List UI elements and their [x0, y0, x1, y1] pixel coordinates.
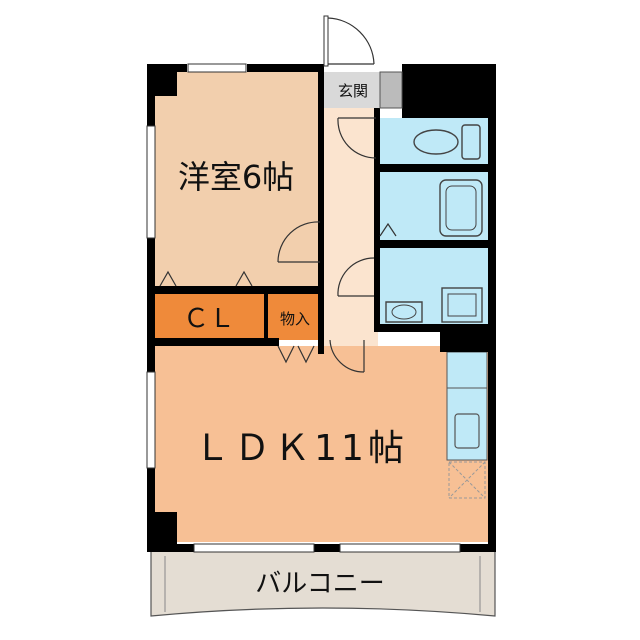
kitchen-sink-icon	[454, 413, 480, 449]
door-swings	[159, 117, 397, 373]
western-room-label: 洋室6帖	[178, 158, 294, 196]
western-room-area	[153, 72, 320, 290]
storage-label: 物入	[280, 310, 310, 328]
bathtub-icon	[439, 179, 483, 237]
balcony-area	[150, 550, 496, 617]
closet-label: ＣＬ	[183, 304, 235, 334]
hallway-area	[324, 108, 378, 346]
balcony-label: バルコニー	[255, 569, 384, 599]
ldk-area	[153, 346, 489, 542]
ldk-label: ＬＤＫ11帖	[194, 428, 408, 469]
storage-area	[268, 294, 320, 340]
closet-area	[153, 294, 265, 340]
entrance-door-icon[interactable]	[323, 15, 375, 67]
shoe-cabinet	[379, 71, 403, 109]
toilet-icon	[413, 124, 481, 160]
entrance-label: 玄関	[338, 82, 368, 100]
windows	[146, 63, 461, 553]
walls	[147, 64, 496, 552]
fridge-space	[448, 461, 486, 499]
